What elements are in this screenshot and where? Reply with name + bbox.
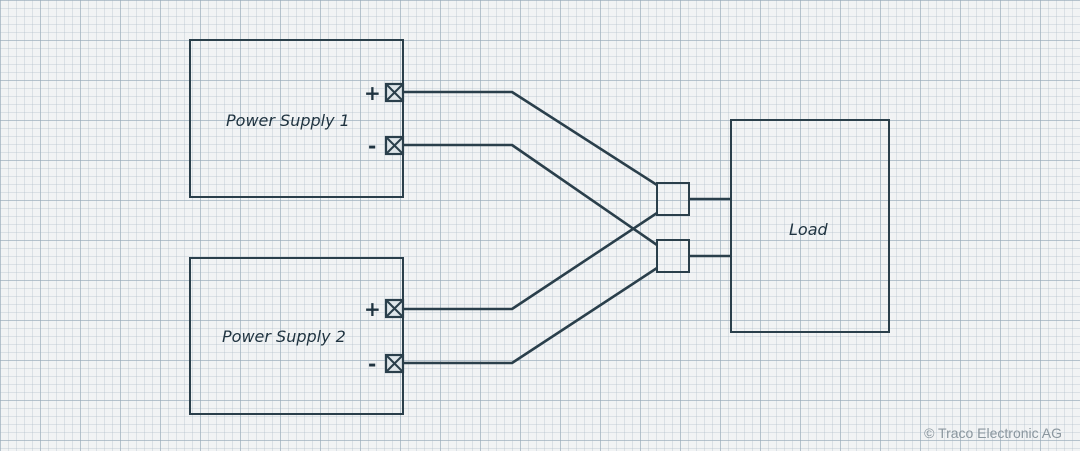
power-supply-2-label: Power Supply 2 <box>222 327 346 346</box>
load: Load <box>730 119 890 333</box>
power-supply-2-plus-sign: + <box>364 297 381 321</box>
power-supply-2-box <box>189 257 404 415</box>
power-supply-1-minus-terminal <box>384 135 405 156</box>
power-supply-2-plus-terminal <box>384 298 405 319</box>
power-supply-1-plus-terminal <box>384 82 405 103</box>
wire-ps2-minus <box>403 266 658 365</box>
load-label: Load <box>789 220 829 239</box>
copyright-notice: © Traco Electronic AG <box>924 425 1062 441</box>
load-box <box>730 119 890 333</box>
power-supply-1-minus-sign: - <box>368 134 376 158</box>
wire-ps1-plus <box>403 90 658 187</box>
power-supply-2: Power Supply 2 + - <box>189 257 405 415</box>
power-supply-1-label: Power Supply 1 <box>226 111 350 130</box>
power-supply-1: Power Supply 1 + - <box>189 39 405 198</box>
wire-ps2-plus <box>403 211 658 311</box>
wire-ps1-minus <box>403 143 658 247</box>
junction-block-bottom <box>656 239 690 273</box>
junction-block-top <box>656 182 690 216</box>
power-supply-1-box <box>189 39 404 198</box>
power-supply-1-plus-sign: + <box>364 81 381 105</box>
power-supply-2-minus-terminal <box>384 353 405 374</box>
power-supply-2-minus-sign: - <box>368 352 376 376</box>
